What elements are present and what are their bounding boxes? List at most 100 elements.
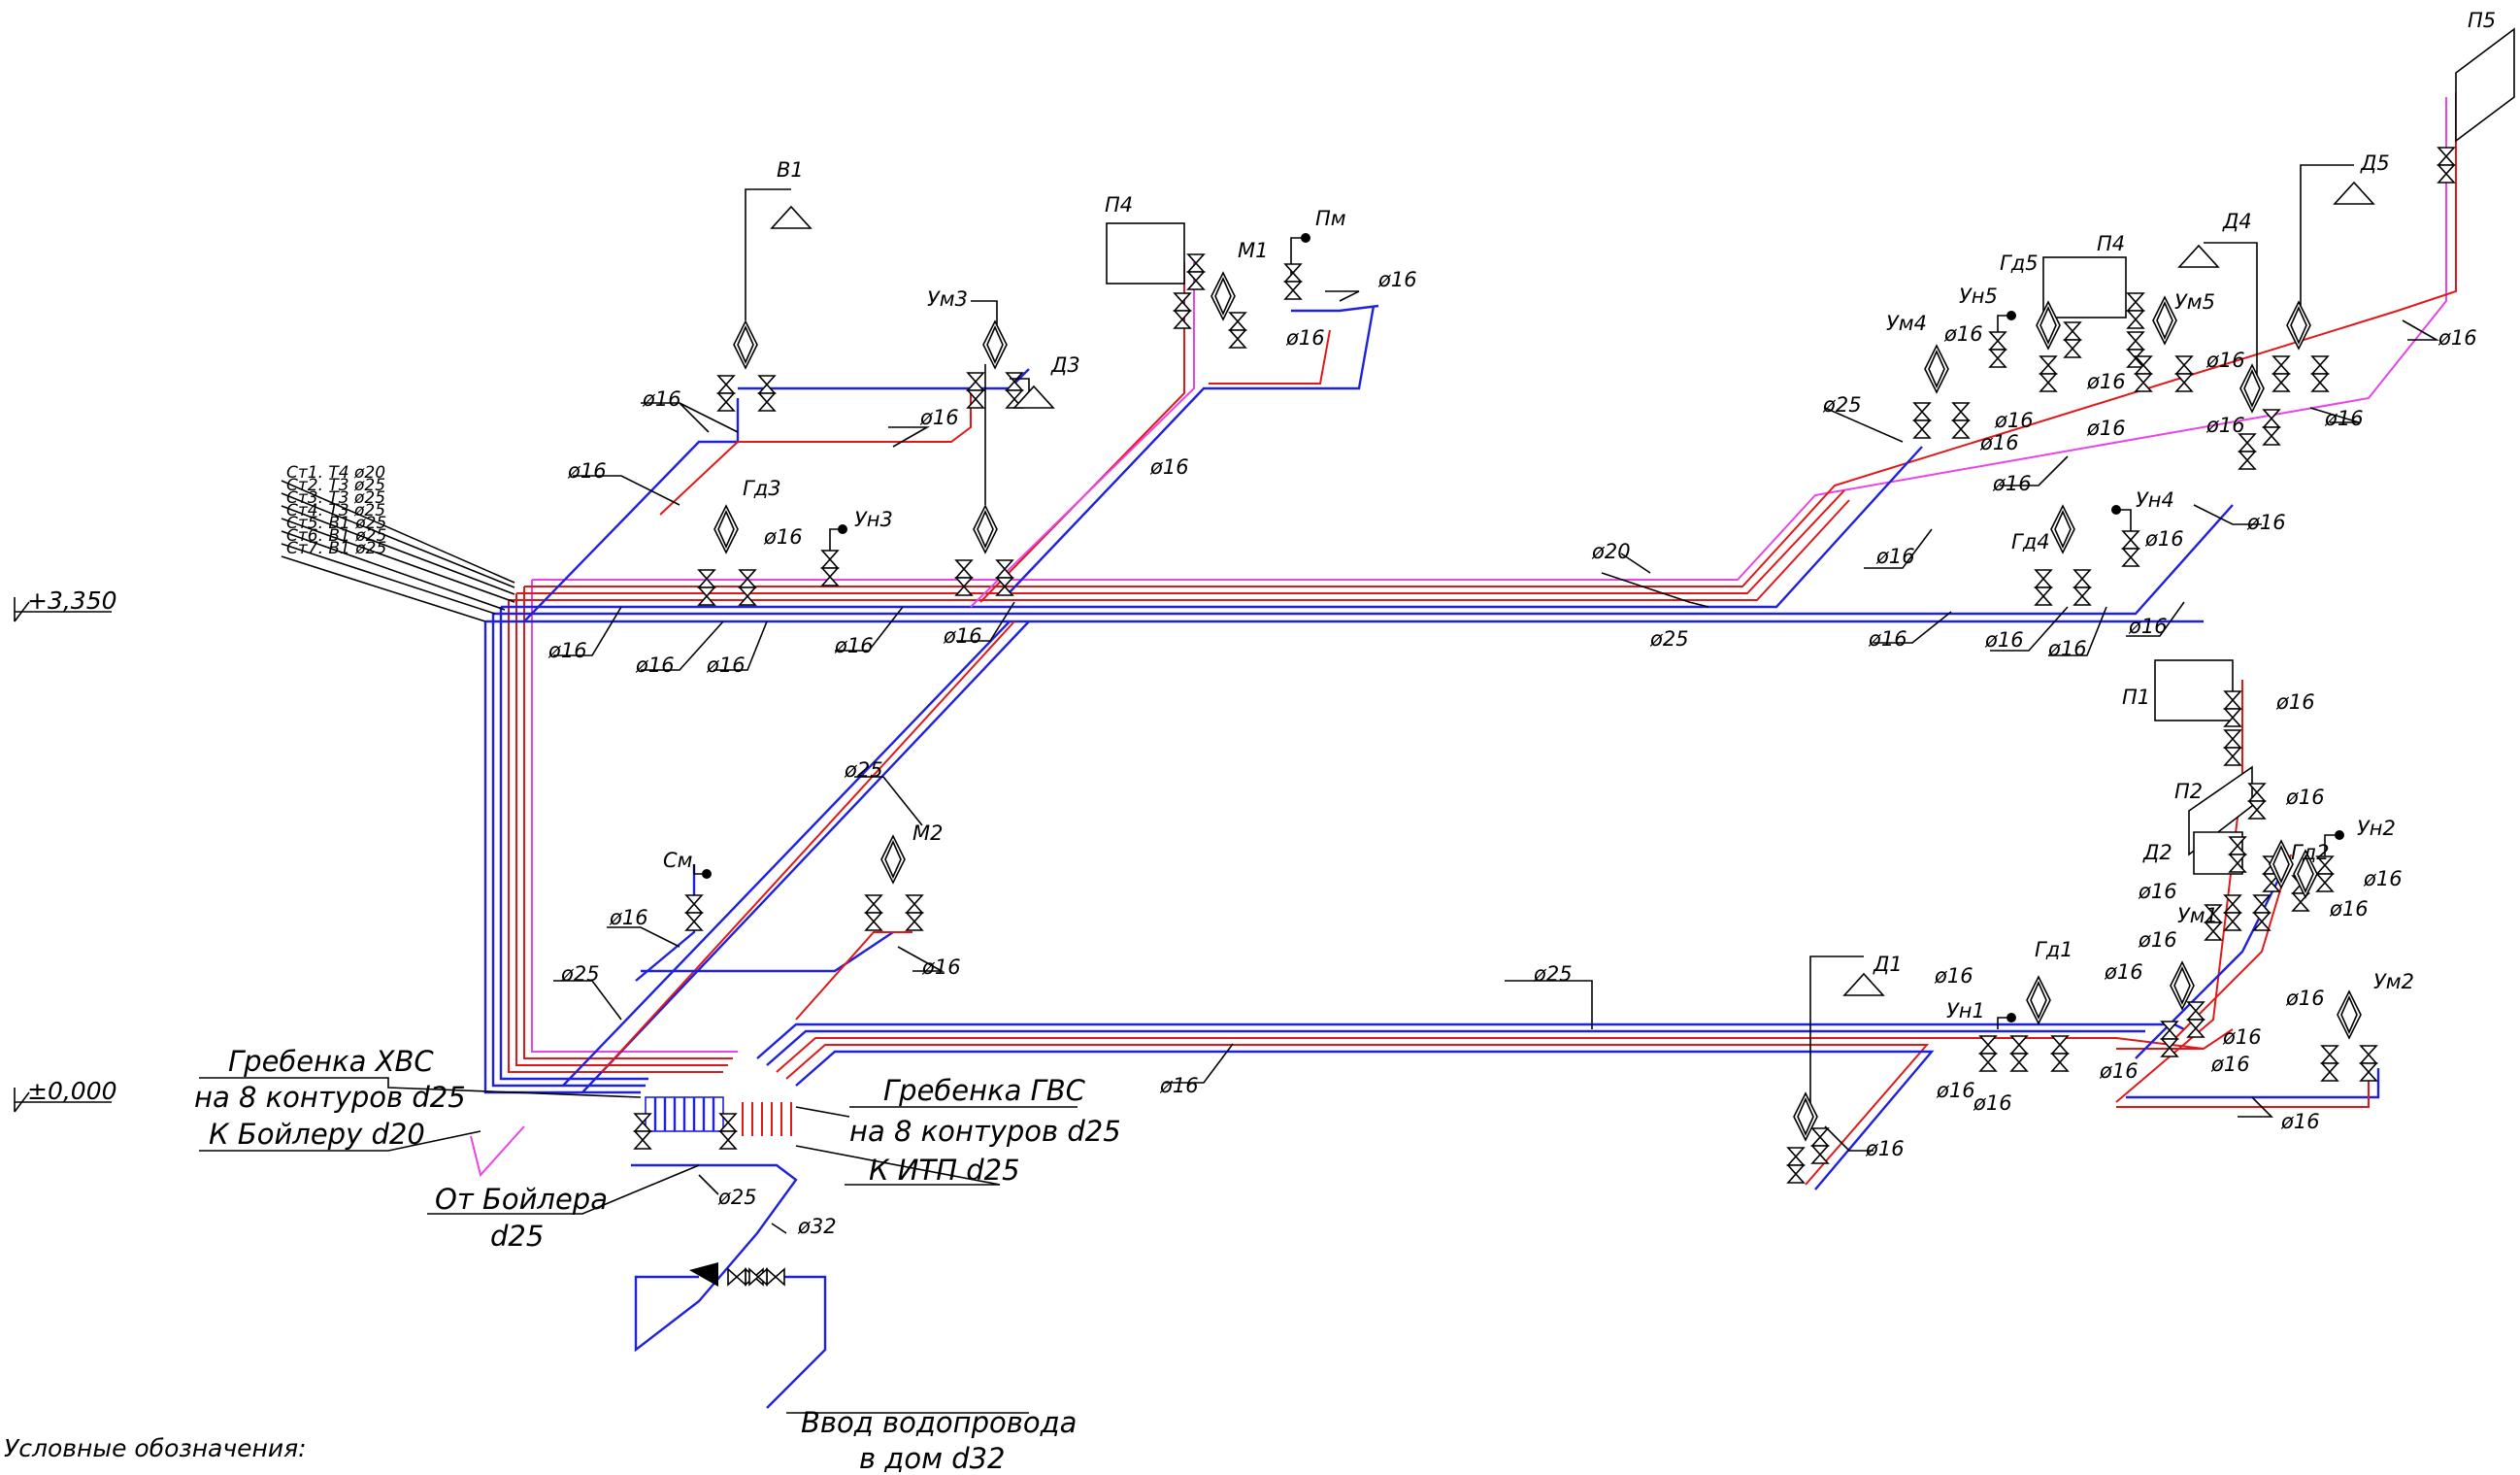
- dim-label: ø25: [1822, 393, 1862, 417]
- manifold-cold-title: Гребенка ХВС: [228, 1045, 434, 1078]
- to-itp-label: К ИТП d25: [869, 1154, 1020, 1187]
- fixture-gd3: Гд3: [743, 477, 781, 500]
- fixture-d3: Д3: [1050, 353, 1080, 377]
- pipe-network: [470, 92, 2457, 1409]
- fixture-m1: М1: [1238, 239, 1268, 262]
- fixtures: [634, 27, 2515, 1287]
- fixture-d2: Д2: [2142, 841, 2172, 864]
- dim-label: ø16: [1979, 431, 2019, 454]
- fixture-m2: М2: [912, 821, 943, 845]
- riser-6: Ст6. В1 ø25: [286, 526, 386, 546]
- inlet-valves: [689, 1262, 785, 1287]
- dim-label: ø16: [2275, 690, 2315, 714]
- fixture-gd1: Гд1: [2035, 938, 2073, 961]
- riser-5: Ст5. В1 ø25: [286, 514, 386, 533]
- level-labels: +3,350 ±0,000: [27, 587, 117, 1105]
- manifold-hot-sub: на 8 контуров d25: [849, 1115, 1121, 1148]
- dim-label: ø25: [1649, 627, 1689, 651]
- dim-label: ø16: [2047, 637, 2087, 660]
- dim-label: ø16: [1159, 1074, 1199, 1097]
- from-boiler-sub: d25: [490, 1220, 544, 1253]
- fixture-p1: П1: [2122, 686, 2150, 709]
- dim-label: ø16: [1285, 326, 1325, 350]
- diameter-labels: ø16 ø16 ø16 ø16 ø16 ø16 ø16 ø16 ø16 ø16 …: [547, 268, 2477, 1238]
- callout-labels: Гребенка ХВС на 8 контуров d25 К Бойлеру…: [194, 1045, 1121, 1475]
- dim-label: ø32: [797, 1215, 837, 1238]
- fixture-d1: Д1: [1873, 953, 1903, 976]
- dim-label: ø16: [2210, 1053, 2250, 1076]
- dim-label: ø16: [1149, 455, 1189, 479]
- dim-label: ø25: [717, 1186, 757, 1209]
- dim-label: ø16: [2086, 417, 2126, 440]
- dim-label: ø16: [2363, 867, 2403, 890]
- fixture-p4a: П4: [1105, 193, 1133, 217]
- level-lower: ±0,000: [27, 1077, 117, 1105]
- dim-label: ø16: [2099, 1059, 2139, 1083]
- dim-label: ø16: [2329, 897, 2369, 921]
- dim-label: ø16: [635, 654, 675, 677]
- level-upper: +3,350: [27, 587, 117, 615]
- dim-label: ø16: [2138, 928, 2177, 952]
- dim-label: ø16: [2104, 960, 2143, 984]
- manifold-hot-title: Гребенка ГВС: [883, 1074, 1086, 1107]
- dim-label: ø16: [567, 459, 607, 483]
- dim-label: ø16: [834, 634, 874, 657]
- riser-3: Ст3. Т3 ø25: [286, 488, 385, 508]
- upper-main: [485, 92, 2457, 623]
- dim-label: ø16: [2138, 880, 2177, 903]
- leader-lines: [14, 290, 2440, 1414]
- dim-label: ø16: [2285, 987, 2325, 1010]
- fixture-um1: Ум1: [2177, 904, 2218, 927]
- fixture-um2: Ум2: [2373, 970, 2414, 993]
- fixture-d4: Д4: [2222, 210, 2252, 233]
- riser-2: Ст2. Т3 ø25: [286, 476, 385, 495]
- dim-label: ø16: [2324, 407, 2364, 430]
- fixture-pm: Пм: [1315, 207, 1346, 230]
- legend-title: Условные обозначения:: [4, 1434, 307, 1462]
- dim-label: ø16: [547, 639, 587, 662]
- to-boiler-label: К Бойлеру d20: [209, 1118, 425, 1151]
- dim-label: ø16: [1973, 1091, 2012, 1115]
- inlet-pipe: [470, 1125, 827, 1409]
- riser-1: Ст1. Т4 ø20: [286, 463, 385, 483]
- fixture-um4: Ум4: [1886, 312, 1927, 335]
- dim-label: ø25: [1533, 962, 1573, 986]
- fixture-gd4: Гд4: [2011, 530, 2050, 553]
- dim-label: ø16: [706, 654, 746, 677]
- dim-label: ø16: [2280, 1110, 2320, 1133]
- fixture-um5: Ум5: [2174, 290, 2215, 314]
- fixture-labels: В1 П4 М1 Пм Ум3 Д3 Гд3 Ун3 См М2 Гд5 П4 …: [663, 9, 2496, 1022]
- fixture-un3: Ун3: [854, 508, 893, 531]
- dim-label: ø16: [763, 525, 803, 549]
- fixture-p2: П2: [2174, 780, 2203, 803]
- fixture-un4: Ун4: [2136, 488, 2174, 512]
- dim-label: ø16: [609, 906, 648, 929]
- dim-label: ø16: [1994, 409, 2034, 432]
- dim-label: ø16: [1934, 964, 1973, 988]
- manifold-cold: [634, 1096, 724, 1150]
- dim-label: ø16: [919, 406, 959, 429]
- dim-label: ø16: [642, 387, 681, 411]
- fixture-un1: Ун1: [1946, 999, 1985, 1022]
- upper-left-branches: [523, 262, 1379, 622]
- dim-label: ø16: [2144, 527, 2184, 551]
- dim-label: ø20: [1591, 540, 1631, 563]
- dim-label: ø16: [1943, 322, 1983, 346]
- dim-label: ø16: [2437, 326, 2477, 350]
- dim-label: ø16: [1875, 545, 1915, 568]
- dim-label: ø16: [1868, 627, 1907, 651]
- fixture-gd2: Гд2: [2291, 841, 2330, 864]
- dim-label: ø16: [1377, 268, 1417, 291]
- fixture-gd5: Гд5: [2000, 251, 2039, 275]
- dim-label: ø16: [2222, 1025, 2262, 1049]
- dim-label: ø16: [2246, 511, 2286, 534]
- from-boiler-label: От Бойлера: [435, 1183, 608, 1216]
- dim-label: ø25: [560, 962, 600, 986]
- fixture-um3: Ум3: [927, 287, 968, 311]
- manifold-hot: [719, 1102, 792, 1150]
- lower-diagonals: [562, 620, 1030, 1093]
- left-risers: [483, 580, 738, 1094]
- riser-7: Ст7. В1 ø25: [286, 539, 386, 558]
- lower-main: [756, 680, 2380, 1190]
